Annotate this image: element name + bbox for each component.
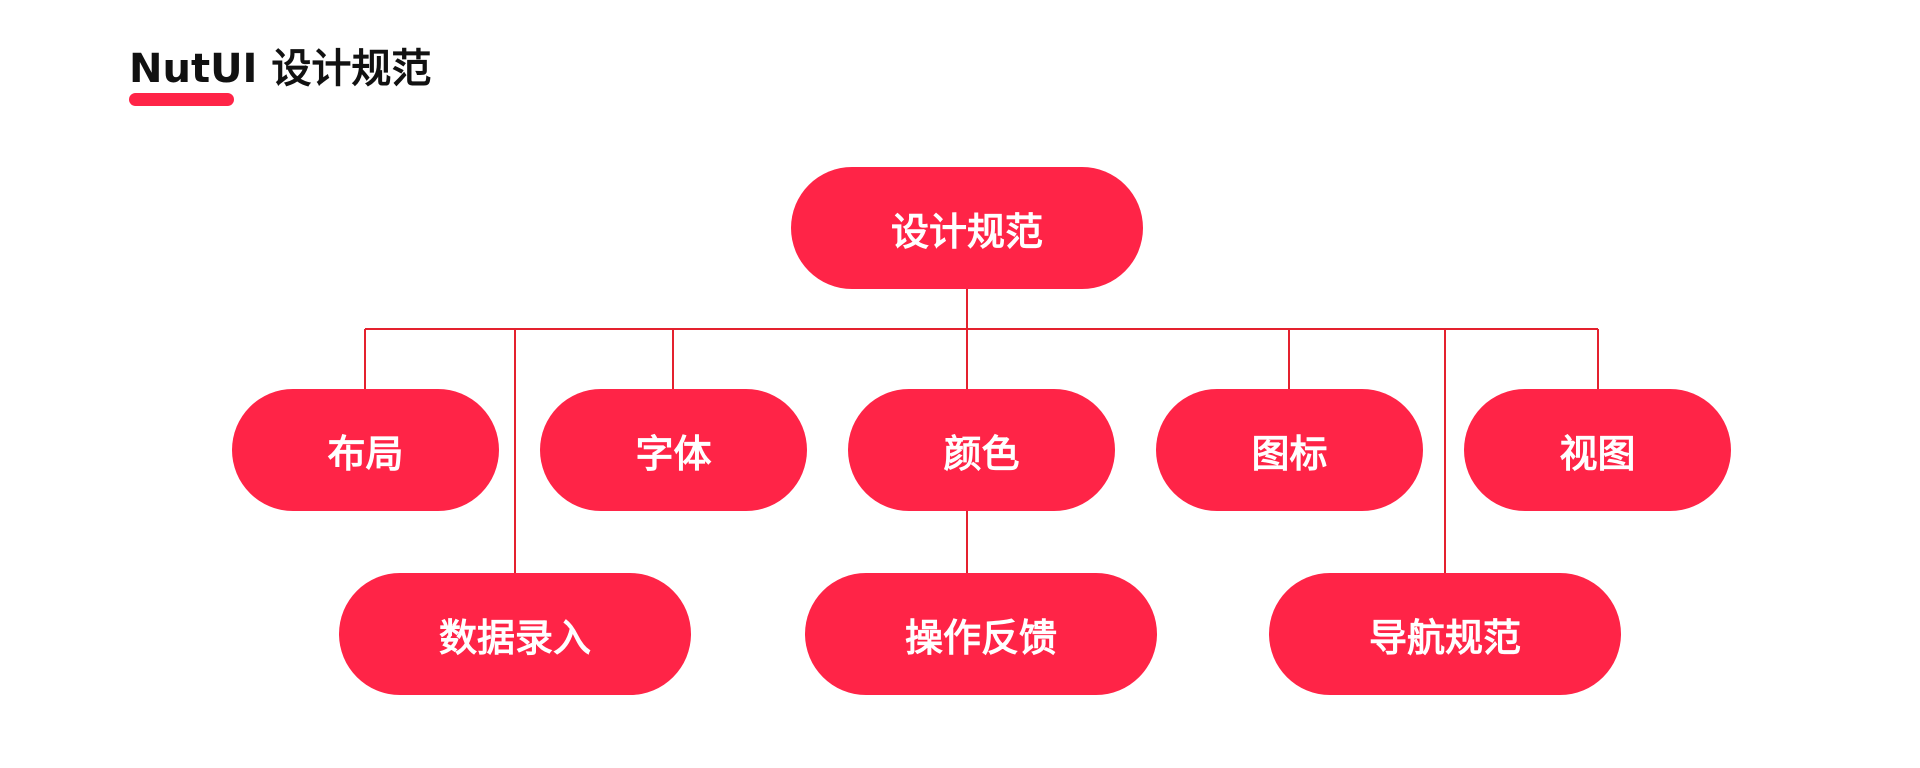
node-operation-feedback: 操作反馈 (805, 573, 1157, 695)
title-underline (129, 93, 234, 106)
node-view: 视图 (1464, 389, 1731, 511)
page-title: NutUI 设计规范 (129, 46, 432, 92)
node-layout: 布局 (232, 389, 499, 511)
root-node: 设计规范 (791, 167, 1143, 289)
node-data-input: 数据录入 (339, 573, 691, 695)
node-icon: 图标 (1156, 389, 1423, 511)
node-color: 颜色 (848, 389, 1115, 511)
node-font: 字体 (540, 389, 807, 511)
node-navigation-spec: 导航规范 (1269, 573, 1621, 695)
